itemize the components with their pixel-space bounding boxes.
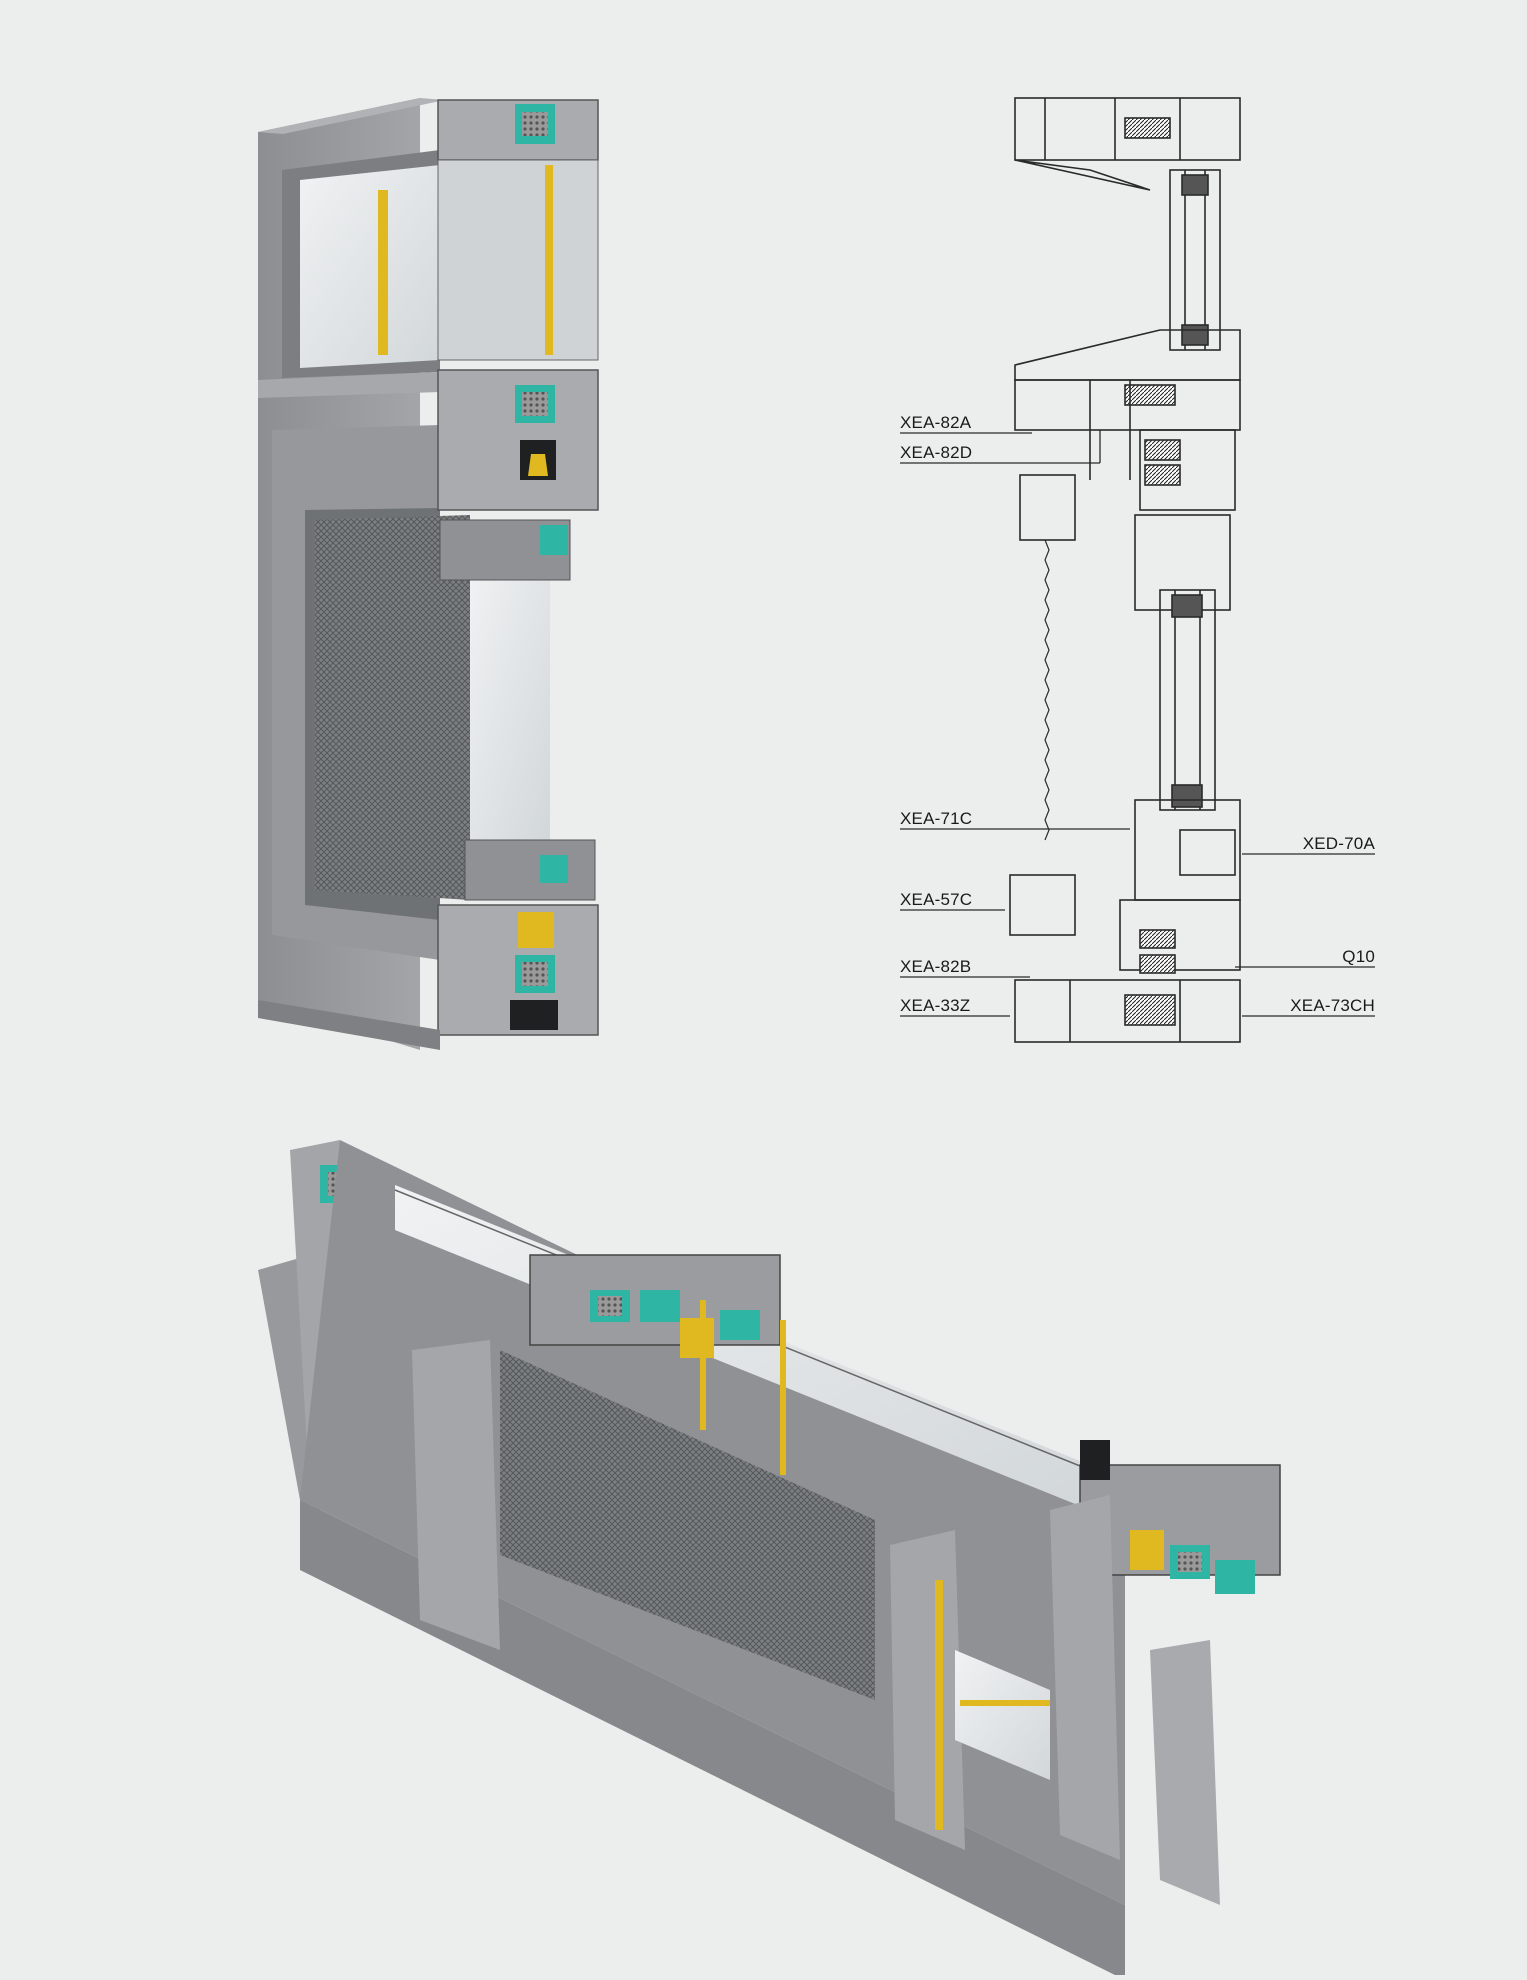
interlock-post — [412, 1340, 500, 1650]
base-frame — [300, 1500, 1125, 1980]
callout-label-xea-82d: XEA-82D — [900, 443, 973, 462]
right-profile-cluster — [1079, 1440, 1281, 1594]
frame-bottom-edge — [258, 1000, 440, 1050]
leader-lines — [900, 430, 1375, 1017]
horizontal-section-render — [258, 1140, 1281, 1980]
sash-bottom — [1134, 799, 1241, 901]
screen-mesh — [315, 515, 470, 900]
sill-sash — [1119, 899, 1241, 971]
callout-label-xea-57c: XEA-57C — [900, 890, 973, 909]
meeting-stile — [890, 1530, 965, 1850]
transom — [1014, 329, 1241, 381]
callout-label-xea-82a: XEA-82A — [900, 413, 972, 432]
screen-sash-bottom — [1009, 874, 1076, 936]
callout-label-xea-33z: XEA-33Z — [900, 996, 971, 1015]
head-frame — [1014, 97, 1241, 161]
screen-sash-top — [1019, 474, 1076, 541]
sash-top — [1139, 429, 1236, 511]
callout-label-xea-73ch: XEA-73CH — [1290, 996, 1375, 1015]
upper-gasket — [378, 190, 388, 355]
transom-bar — [258, 372, 440, 398]
middle-profile-cluster — [529, 1254, 786, 1475]
transom-frame — [1014, 379, 1241, 431]
upper-glazing — [1169, 169, 1221, 351]
callout-label-xea-82b: XEA-82B — [900, 957, 972, 976]
frame-top-edge — [258, 98, 445, 134]
sill-frame — [1014, 979, 1241, 1043]
vertical-section-render — [258, 98, 599, 1050]
right-stile — [1050, 1495, 1120, 1860]
upper-glass — [300, 165, 440, 368]
section-drawing — [900, 97, 1375, 1043]
callout-label-xed-70a: XED-70A — [1302, 834, 1375, 853]
callout-label-xea-71c: XEA-71C — [900, 809, 973, 828]
lower-glazing — [1159, 589, 1216, 811]
profile-stack — [437, 99, 599, 1036]
callout-label-q10: Q10 — [1342, 947, 1375, 966]
screen-panel — [500, 1350, 875, 1700]
lower-glass — [470, 565, 550, 840]
screen-mesh-line — [1044, 539, 1050, 841]
right-jamb — [1150, 1640, 1220, 1905]
